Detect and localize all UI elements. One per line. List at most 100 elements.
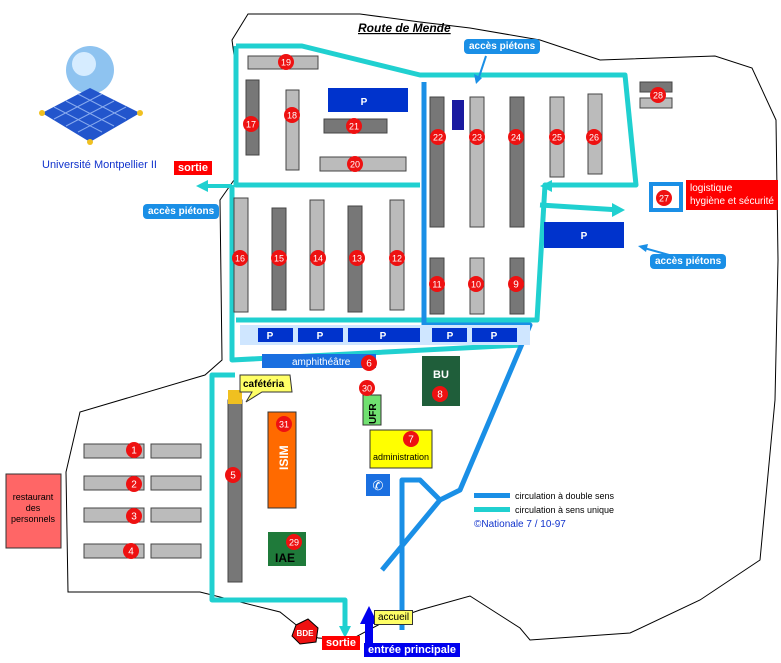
iae-label: IAE	[275, 551, 295, 565]
small-building-blue	[452, 100, 464, 130]
one-way-roads	[209, 43, 639, 628]
marker-label-21: 21	[349, 122, 359, 132]
marker-label-13: 13	[352, 254, 362, 264]
marker-circle-16	[232, 250, 248, 266]
parking-strip-1	[258, 328, 293, 342]
pedestrian-arrow-top	[477, 55, 487, 81]
restaurant-building	[5, 473, 62, 549]
amphitheatre-building	[262, 354, 376, 368]
parking-label: P	[317, 331, 324, 342]
amphitheatre-label: amphithéâtre	[292, 357, 351, 368]
parking-lots	[258, 88, 624, 342]
marker-circle-17	[243, 116, 259, 132]
parking-strip-5	[472, 328, 517, 342]
marker-label-22: 22	[433, 133, 443, 143]
main-entrance-label: entrée principale	[364, 643, 461, 657]
marker-label-25: 25	[552, 133, 562, 143]
parking-label: P	[380, 331, 387, 342]
marker-label-14: 14	[313, 254, 323, 264]
marker-circle-6	[361, 355, 377, 371]
campus-boundary	[65, 13, 779, 641]
marker-circle-24	[508, 129, 524, 145]
exit-label-left: sortie	[174, 161, 212, 175]
marker-label-10: 10	[471, 280, 481, 290]
pedestrian-access-right: accès piétons	[650, 254, 727, 269]
cafeteria-label: cafétéria	[243, 379, 285, 390]
marker-circle-5	[225, 467, 241, 483]
marker-circle-13	[349, 250, 365, 266]
parking-strip-4	[432, 328, 467, 342]
parking-label: P	[267, 331, 274, 342]
parking-strip-3	[348, 328, 420, 342]
exit-arrow-left-head	[196, 180, 208, 192]
marker-label-19: 19	[281, 58, 291, 68]
marker-label-29: 29	[289, 538, 299, 548]
marker-circle-3	[126, 508, 142, 524]
marker-circle-31	[276, 416, 292, 432]
administration-label: administration	[373, 452, 429, 462]
legend-single-text: circulation à sens unique	[515, 505, 614, 515]
marker-circle-15	[271, 250, 287, 266]
bu-label: BU	[433, 369, 449, 381]
marker-label-3: 3	[131, 512, 137, 523]
marker-circle-30	[359, 380, 375, 396]
marker-circle-22	[430, 129, 446, 145]
exit-label-bottom: sortie	[322, 636, 360, 650]
marker-label-12: 12	[392, 254, 402, 264]
university-name: Université Montpellier II	[42, 159, 157, 171]
university-logo	[39, 46, 143, 145]
marker-circle-23	[469, 129, 485, 145]
marker-label-6: 6	[366, 359, 372, 370]
logistics-label-2: hygiène et sécurité	[690, 196, 774, 207]
legend-single-swatch	[474, 507, 510, 512]
marker-label-15: 15	[274, 254, 284, 264]
marker-circle-9	[508, 276, 524, 292]
pedestrian-arrow-right-head	[638, 244, 648, 252]
marker-circle-4	[123, 543, 139, 559]
bde-building	[291, 618, 319, 645]
parking-label: P	[447, 331, 454, 342]
parking-label: P	[581, 231, 588, 242]
logistics-label-1: logistique	[690, 183, 733, 194]
marker-label-17: 17	[246, 120, 256, 130]
pedestrian-arrow-top-head	[474, 74, 482, 84]
administration-building	[369, 429, 433, 469]
marker-circle-11	[429, 276, 445, 292]
road-name: Route de Mende	[358, 21, 451, 35]
marker-circle-2	[126, 476, 142, 492]
pedestrian-access-left: accès piétons	[143, 204, 220, 219]
marker-circle-18	[284, 107, 300, 123]
exit-arrow-bottom-head	[339, 626, 351, 638]
restaurant-label-2: des	[26, 503, 41, 513]
marker-circle-8	[432, 386, 448, 402]
marker-circle-26	[586, 129, 602, 145]
legend-double-swatch	[474, 493, 510, 498]
parking-labels: P P P P P P P	[267, 97, 588, 342]
marker-label-2: 2	[131, 480, 137, 491]
marker-circle-10	[468, 276, 484, 292]
marker-circle-28	[650, 87, 666, 103]
main-entrance-arrow	[360, 606, 378, 646]
marker-label-31: 31	[279, 420, 289, 430]
marker-label-26: 26	[589, 133, 599, 143]
cafeteria-square	[228, 390, 242, 404]
logistics-box	[649, 182, 683, 212]
marker-circle-29	[286, 534, 302, 550]
marker-circle-20	[347, 156, 363, 172]
arrow-left-top	[540, 180, 552, 192]
marker-circle-12	[389, 250, 405, 266]
parking-right	[544, 222, 624, 248]
marker-label-16: 16	[235, 254, 245, 264]
bde-label: BDE	[297, 629, 315, 638]
arrow-right-logistics	[612, 203, 625, 217]
marker-circle-25	[549, 129, 565, 145]
parking-top	[328, 88, 408, 112]
marker-label-9: 9	[513, 280, 519, 291]
ufr-label: UFR	[368, 403, 379, 424]
marker-circle-14	[310, 250, 326, 266]
phone-box	[366, 474, 390, 496]
marker-label-5: 5	[230, 471, 236, 482]
marker-label-1: 1	[131, 446, 137, 457]
marker-label-27: 27	[659, 194, 669, 204]
